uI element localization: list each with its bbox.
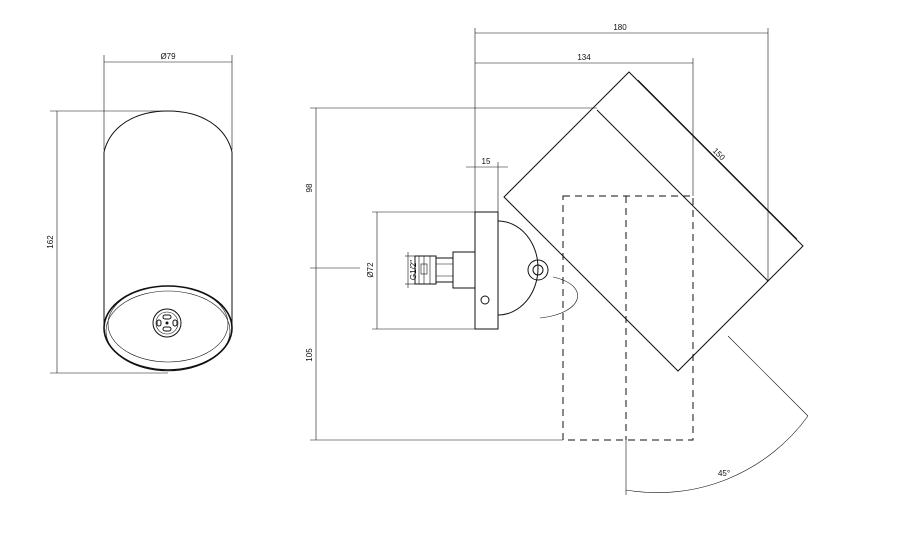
dim-diameter-79: Ø79 — [160, 52, 176, 61]
dim-thread-g12: G1/2" — [409, 260, 418, 280]
dim-width-180: 180 — [613, 23, 627, 32]
shower-face-rim — [105, 290, 231, 372]
thread-inner — [420, 263, 428, 275]
dim-height-98: 98 — [305, 183, 314, 192]
shower-face-inner — [107, 285, 229, 363]
nozzle-hole-bottom — [162, 326, 172, 332]
angle-arc — [625, 415, 809, 493]
swivel-arc — [539, 276, 578, 319]
dim-diameter-72: Ø72 — [366, 262, 375, 278]
wall-flange — [474, 211, 499, 330]
nozzle-center — [165, 321, 169, 325]
shower-head-vertical-outline — [562, 195, 694, 441]
dim-height-105: 105 — [305, 348, 314, 362]
dim-angle-45: 45° — [718, 469, 730, 478]
dim-width-134: 134 — [577, 53, 591, 62]
dim-offset-15: 15 — [482, 157, 491, 166]
front-view: Ø79 162 — [46, 52, 233, 374]
shower-head-tilted — [503, 71, 804, 372]
swivel-ball — [497, 220, 539, 316]
nozzle-hole-top — [162, 314, 172, 320]
side-view: 180 134 15 150 98 105 Ø72 G1/2" 45° — [305, 23, 809, 495]
dim-length-150: 150 — [711, 146, 727, 162]
thread-pipe — [414, 255, 437, 285]
pivot-inner — [532, 264, 544, 276]
dim-height-162: 162 — [46, 235, 55, 249]
dimension-line — [637, 79, 798, 240]
angle-ext-line — [727, 335, 809, 417]
nozzle-hole-right — [172, 319, 178, 327]
flange-screw — [480, 295, 490, 305]
cylinder-body — [103, 110, 233, 330]
pivot-outer — [527, 259, 549, 281]
hex-nut — [435, 257, 454, 283]
connector-body — [452, 251, 476, 289]
shower-head-face — [596, 109, 769, 282]
nozzle-hole-left — [156, 319, 162, 327]
nozzle-ring-inner — [155, 311, 179, 335]
nozzle-ring — [152, 308, 182, 338]
